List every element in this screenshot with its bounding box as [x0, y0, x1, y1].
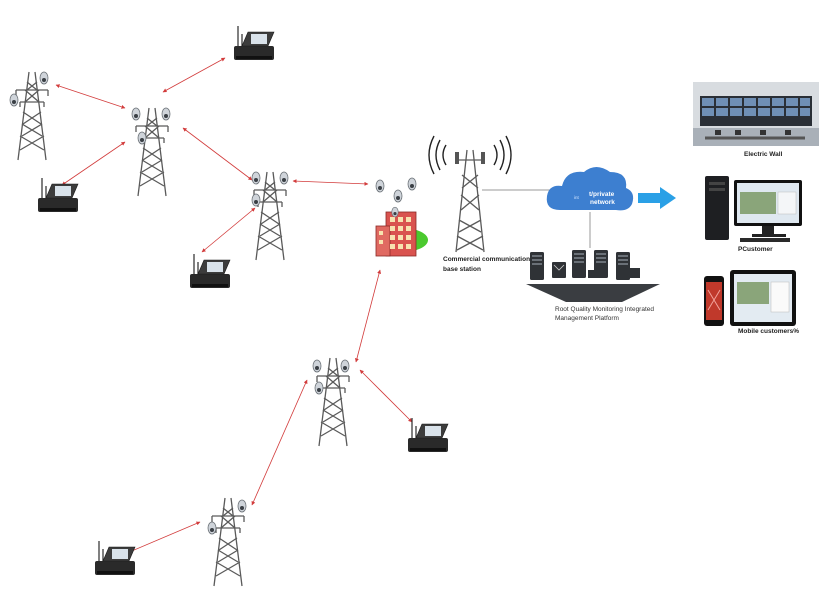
mobile-customers-label: Mobile customers% [738, 328, 800, 335]
transmission-tower-icon [131, 107, 171, 197]
arrow-right-icon [638, 187, 676, 209]
field-terminal-case-icon [407, 417, 449, 453]
base-station-label-line2: base station [443, 266, 481, 273]
link-tower-c-to-terminal-right [359, 369, 413, 423]
transmission-tower-icon [251, 171, 289, 261]
tablet-icon [730, 270, 796, 326]
field-terminal-case-icon [189, 253, 231, 289]
transmission-tower-icon [312, 357, 350, 447]
link-tower-b-to-building [292, 179, 369, 186]
mesh-links [55, 57, 413, 554]
smartphone-icon [704, 276, 724, 326]
building-icon [375, 177, 428, 257]
cloud-label-line1: t/private [589, 191, 615, 198]
cell-tower-icon [428, 135, 512, 253]
platform-label-line1: Root Quality Monitoring Integrated [555, 306, 654, 313]
link-tower-b-to-terminal-mid [201, 207, 256, 253]
link-tower-a-to-tower-b [182, 127, 253, 181]
link-tower-a-to-tower-left [55, 84, 126, 109]
link-terminal-top-to-tower-a [162, 57, 226, 93]
transmission-tower-icon [207, 497, 247, 587]
video-wall-icon [693, 82, 819, 146]
field-terminal-case-icon [37, 177, 79, 213]
field-terminal-case-icon [233, 25, 275, 61]
link-tower-c-to-tower-d [251, 379, 308, 506]
desktop-pc-icon [705, 176, 802, 242]
cloud-prefix: int [574, 195, 580, 200]
pc-customer-label: PCustomer [738, 246, 773, 253]
cloud-icon: int t/private network [546, 167, 634, 211]
electric-wall-label: Electric Wall [744, 151, 783, 158]
field-terminal-case-icon [94, 540, 136, 576]
link-building-to-tower-c [354, 269, 382, 363]
server-icon [526, 250, 660, 302]
transmission-tower-icon [9, 71, 49, 161]
base-station-label-line1: Commercial communication [443, 256, 531, 263]
link-tower-a-to-terminal-left [61, 141, 126, 186]
cloud-label-line2: network [590, 199, 615, 206]
link-tower-d-to-terminal-bottom [126, 521, 201, 554]
platform-label-line2: Management Platform [555, 315, 619, 322]
